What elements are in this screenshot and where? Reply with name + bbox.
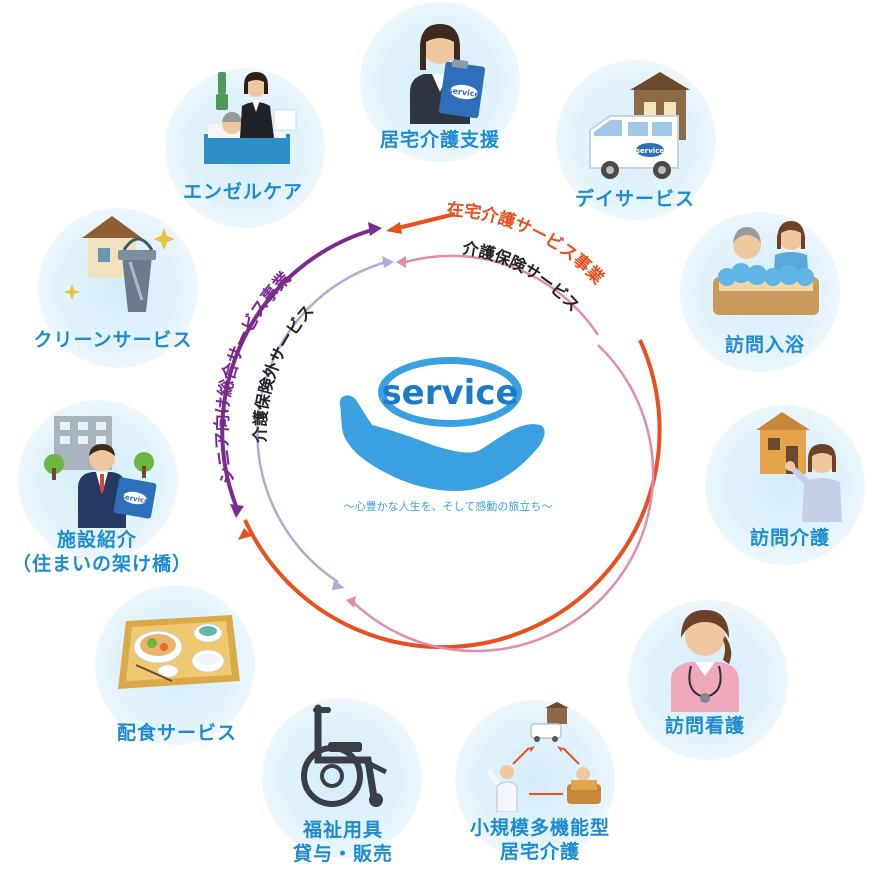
outer-purple-arc [220,228,373,507]
tagline: ～心豊かな人生を、そして感動の旅立ち～ [344,499,553,513]
outer-orange-arc [243,339,662,649]
pink-arrowhead-bottom [346,596,356,608]
service-item-haishoku: 配食サービス [92,605,262,745]
label-angel: エンゼルケア [182,181,303,203]
service-item-houmon-kaigo: 訪問介護 [705,410,875,550]
service-item-nyuyoku: 訪問入浴 [680,215,850,357]
service-item-angel: エンゼルケア [158,64,328,204]
multi-function-care-icon [486,702,601,812]
service-logo: service ～心豊かな人生を、そして感動の旅立ち～ [339,357,553,513]
label-kango: 訪問看護 [664,715,745,737]
home-caregiver-icon [756,412,842,522]
purple-arrowhead-bottom [230,504,244,518]
lavender-arrowhead [382,256,394,268]
purple-arrowhead-top [368,222,382,236]
label-day: デイサービス [574,188,695,210]
inner-pink-arc [404,254,600,336]
svg-text:service: service [636,147,664,155]
hand-icon [339,395,545,491]
bathing-icon [713,221,819,315]
day-service-van-icon: service [589,72,690,179]
service-item-kango: 訪問看護 [620,600,790,738]
orange-arrowhead-bottom [238,528,252,540]
label-houmon-kaigo: 訪問介護 [749,527,830,549]
label-haishoku: 配食サービス [116,722,237,744]
label-nyuyoku: 訪問入浴 [724,334,805,356]
nurse-icon [671,610,739,712]
logo-text: service [381,373,518,413]
service-item-shokibo: 小規模多機能型 居宅介護 [455,702,625,864]
angel-care-icon [204,72,297,164]
ring-text-outer-left: シニア向け総合サービス事業 [212,268,296,485]
service-item-day: service デイサービス [550,70,720,211]
facility-introduction-icon: service [44,416,157,528]
care-manager-clipboard-icon: service [410,24,486,124]
lavender-arrowhead-bottom [332,580,345,590]
service-item-shisetsu: service 施設紹介 （住まいの架け橋） [12,408,193,576]
cleaning-bucket-icon [64,216,175,312]
label-cleaning: クリーンサービス [33,329,193,351]
wheelchair-icon [301,704,388,807]
service-item-cleaning: クリーンサービス [28,210,198,352]
label-kyotaku: 居宅介護支援 [379,129,500,151]
label-shisetsu: 施設紹介 （住まいの架け橋） [12,529,193,575]
label-fukushi: 福祉用具 貸与・販売 [292,819,393,865]
outer-orange-arc-top [397,212,456,230]
label-shokibo: 小規模多機能型 居宅介護 [469,817,610,863]
inner-lavender-arc [256,260,387,584]
pink-arrowhead [396,256,406,268]
service-item-fukushi: 福祉用具 貸与・販売 [258,702,428,866]
inner-pink-arc-bottom [352,344,655,653]
meal-tray-icon [118,615,240,689]
service-item-kyotaku: service 居宅介護支援 [355,12,525,152]
orange-arrowhead [386,222,402,234]
